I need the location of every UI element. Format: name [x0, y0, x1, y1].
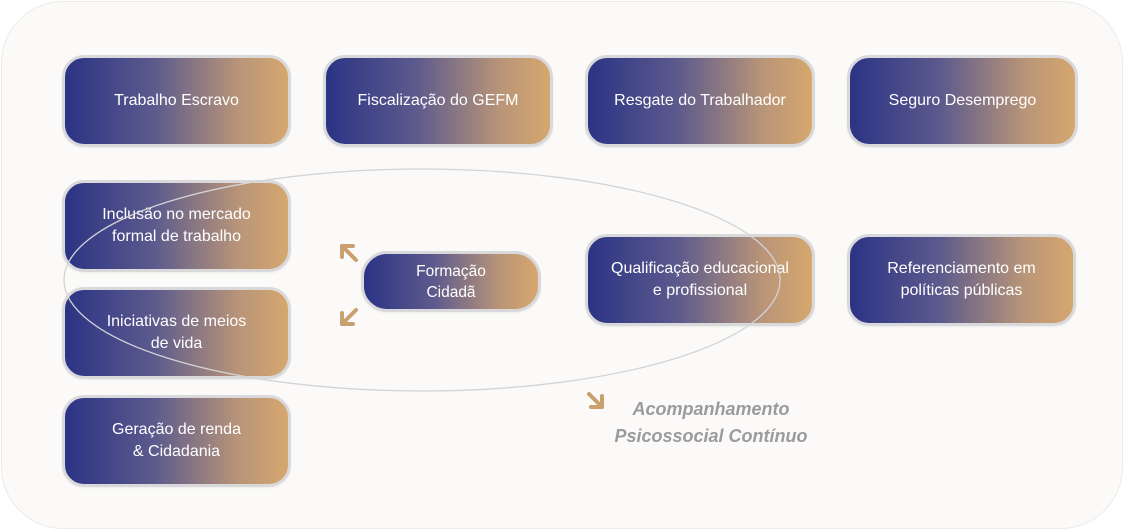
node-label: Fiscalização do GEFM: [357, 92, 519, 109]
node-label: Resgate do Trabalhador: [614, 92, 786, 109]
caption-acompanhamento: Acompanhamento Psicossocial Contínuo: [614, 399, 808, 446]
node-label: Trabalho Escravo: [114, 92, 239, 109]
node-label: Seguro Desemprego: [888, 92, 1037, 109]
node-inclusao-mercado: Inclusão no mercado formal de trabalho: [62, 180, 291, 272]
node-referenciamento: Referenciamento em políticas públicas: [847, 234, 1076, 326]
node-label: Iniciativas de meios de vida: [106, 313, 247, 352]
node-label: Referenciamento em políticas públicas: [887, 260, 1036, 299]
node-geracao-renda: Geração de renda & Cidadania: [62, 395, 291, 487]
node-label: Qualificação educacional e profissional: [611, 260, 789, 299]
node-label: Inclusão no mercado formal de trabalho: [102, 206, 251, 245]
node-fiscalizacao-gefm: Fiscalização do GEFM: [323, 55, 553, 147]
node-qualificacao: Qualificação educacional e profissional: [585, 234, 815, 326]
node-label: Formação Cidadã: [416, 262, 486, 301]
node-seguro-desemprego: Seguro Desemprego: [847, 55, 1078, 147]
node-iniciativas-meios-vida: Iniciativas de meios de vida: [62, 287, 291, 379]
node-trabalho-escravo: Trabalho Escravo: [62, 55, 291, 147]
node-resgate-trabalhador: Resgate do Trabalhador: [585, 55, 815, 147]
node-formacao-cidada: Formação Cidadã: [361, 251, 541, 312]
node-label: Geração de renda & Cidadania: [112, 421, 241, 460]
